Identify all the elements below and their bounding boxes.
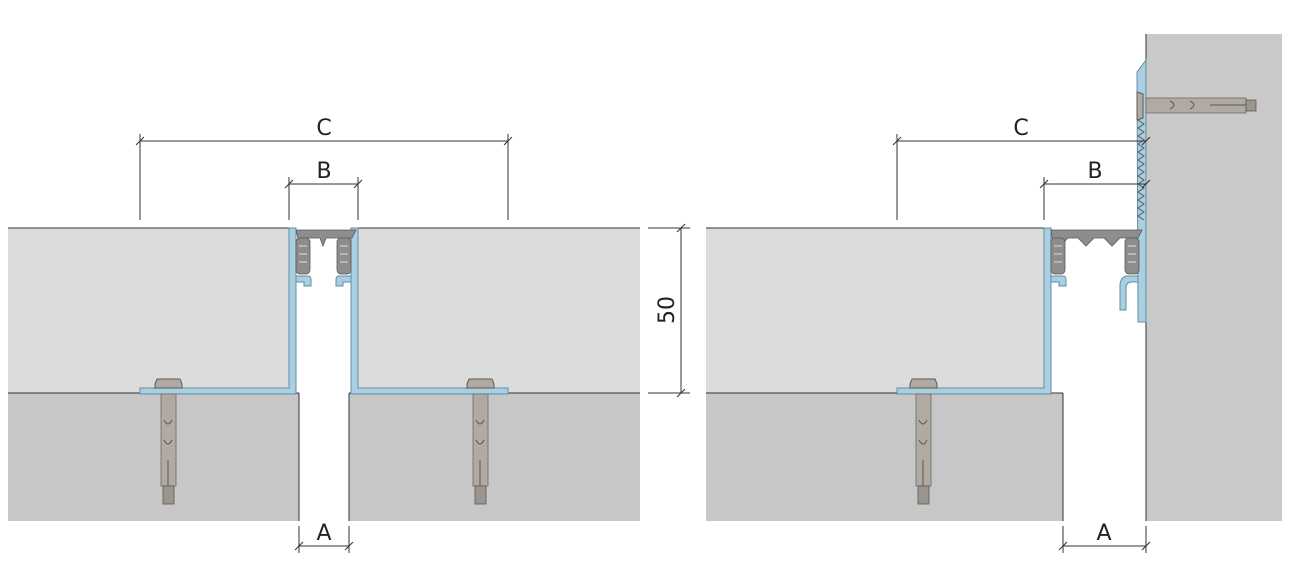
- right-dimension-a-label: A: [1096, 521, 1111, 546]
- height-dimension: 50: [648, 223, 690, 398]
- right-anchor-wall: [1136, 91, 1257, 121]
- left-profile-left: [139, 227, 297, 395]
- left-dimension-c-label: C: [316, 116, 331, 141]
- right-dimension-b: B: [1039, 159, 1151, 220]
- right-profile-floor: [896, 227, 1052, 395]
- right-dimension-b-label: B: [1087, 159, 1102, 184]
- right-dimension-a: A: [1058, 521, 1151, 553]
- right-profile-wall-clip: [1119, 275, 1139, 311]
- left-screed-slab-left: [8, 228, 292, 393]
- left-dimension-b-label: B: [316, 159, 331, 184]
- right-rubber-insert: [1050, 229, 1143, 275]
- right-dimension-c-label: C: [1013, 116, 1028, 141]
- left-dimension-a-label: A: [316, 521, 331, 546]
- right-wall-teeth: [1137, 119, 1145, 221]
- right-profile-floor-hook: [1050, 275, 1067, 287]
- right-anchor-floor: [909, 378, 938, 505]
- height-dimension-label: 50: [655, 296, 680, 324]
- left-concrete-slab-right: [349, 393, 640, 521]
- left-concrete-slab-left: [8, 393, 299, 521]
- right-concrete-slab: [706, 393, 1063, 521]
- right-dimension-c: C: [892, 116, 1151, 220]
- left-anchor-left: [154, 378, 183, 505]
- right-assembly: C B A: [706, 34, 1282, 553]
- right-wall: [1146, 34, 1282, 521]
- left-anchor-right: [466, 378, 495, 505]
- left-screed-slab-right: [358, 228, 640, 393]
- left-dimension-c: C: [135, 116, 513, 220]
- left-profile-right: [350, 227, 509, 395]
- left-dimension-a: A: [294, 521, 354, 553]
- left-profile-hook-right: [335, 275, 352, 287]
- left-rubber-insert: [295, 229, 357, 275]
- left-profile-hook-left: [295, 275, 312, 287]
- right-screed-slab: [706, 228, 1051, 393]
- left-dimension-b: B: [284, 159, 363, 220]
- left-assembly: C B A 50: [8, 116, 690, 553]
